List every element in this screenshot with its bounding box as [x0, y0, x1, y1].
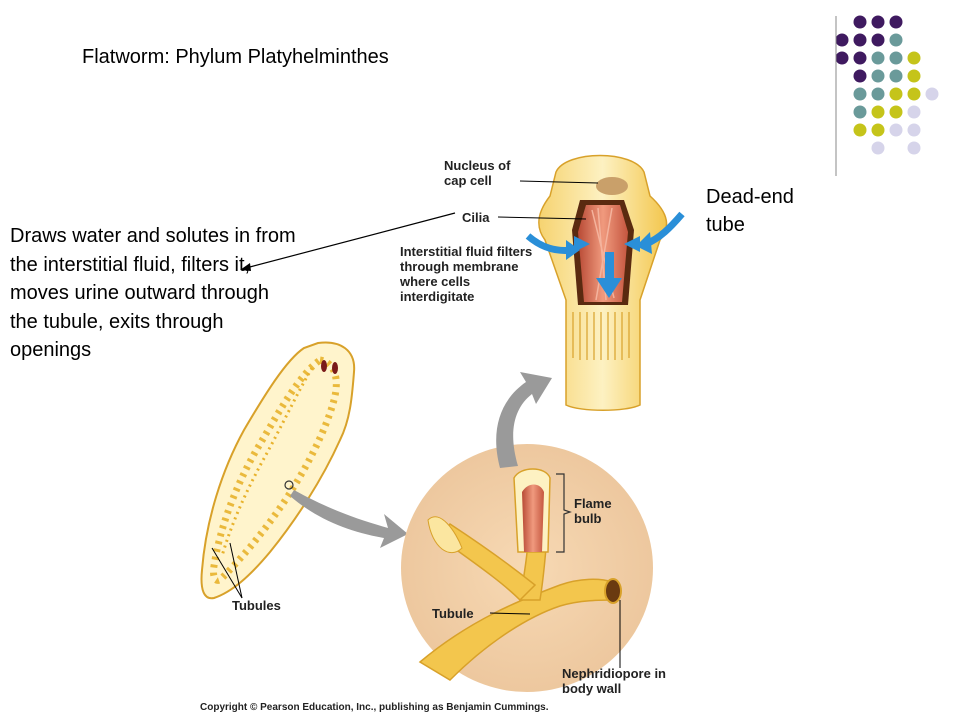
decorative-dot	[853, 69, 867, 83]
inflow-arrow-icon	[566, 240, 580, 260]
eyespot-icon	[321, 360, 327, 372]
decorative-dot	[889, 69, 903, 83]
callout-line	[245, 212, 456, 269]
decorative-dot	[871, 87, 885, 101]
interstitial-label: Interstitial fluid filters through membr…	[400, 244, 533, 304]
nucleus-pointer	[519, 180, 599, 184]
decorative-dot	[889, 105, 903, 119]
decorative-dot	[925, 87, 939, 101]
cilia-label: Cilia	[462, 210, 490, 225]
decorative-dot	[871, 15, 885, 29]
zoom-arrow-2	[496, 372, 552, 468]
decorative-dot	[907, 87, 921, 101]
dead-end-label: Dead-end tube	[706, 186, 794, 236]
filter-arrow-icon	[574, 236, 590, 252]
tubule-label: Tubule	[432, 606, 474, 621]
tubule-pointer	[489, 612, 531, 615]
callout-arrowhead	[240, 263, 251, 271]
cilia-pointer	[497, 216, 587, 220]
decorative-dot	[907, 51, 921, 65]
decorative-dot	[853, 105, 867, 119]
decorative-dot	[889, 15, 903, 29]
decorative-dot	[889, 87, 903, 101]
decorative-dot	[907, 141, 921, 155]
decorative-dot	[871, 69, 885, 83]
nephridiopore-label: Nephridiopore in body wall	[562, 666, 666, 696]
decorative-dot	[871, 51, 885, 65]
tubules-label: Tubules	[232, 598, 281, 613]
decorative-dot	[889, 33, 903, 47]
filter-arrow-icon	[624, 236, 640, 252]
decorative-dot	[889, 123, 903, 137]
slide-title: Flatworm: Phylum Platyhelminthes	[82, 46, 389, 68]
tubules-pointer	[229, 542, 243, 599]
tubules-pointer	[211, 547, 243, 599]
decorative-dot	[853, 123, 867, 137]
decorative-dot	[907, 69, 921, 83]
decorative-dot	[853, 87, 867, 101]
decorative-dot	[835, 33, 849, 47]
outflow-arrow-icon	[596, 278, 622, 298]
eyespot-icon	[332, 362, 338, 374]
nucleus-label: Nucleus of cap cell	[444, 158, 511, 188]
flatworm	[200, 341, 356, 600]
decorative-dot	[907, 105, 921, 119]
zoom-marker-icon	[284, 480, 294, 490]
flame-cell-enlarged	[525, 154, 685, 411]
decorative-dot-grid	[835, 15, 939, 155]
decorative-dot	[871, 105, 885, 119]
decorative-dot	[853, 15, 867, 29]
decorative-dot	[871, 123, 885, 137]
decorative-dot	[889, 51, 903, 65]
decorative-dot	[835, 51, 849, 65]
flame-bulb-closeup	[401, 444, 653, 692]
flame-bulb-label: Flame bulb	[574, 496, 612, 526]
inflow-arrow-icon	[636, 232, 652, 254]
decorative-dot	[871, 33, 885, 47]
zoom-arrow-1	[290, 490, 408, 548]
decorative-dot	[853, 51, 867, 65]
decorative-dot	[907, 123, 921, 137]
decorative-dot	[871, 141, 885, 155]
description-text: Draws water and solutes in from the inte…	[10, 225, 296, 361]
decorative-dot	[853, 33, 867, 47]
copyright-text: Copyright © Pearson Education, Inc., pub…	[200, 702, 549, 713]
flame-bulb-bracket	[556, 473, 572, 553]
